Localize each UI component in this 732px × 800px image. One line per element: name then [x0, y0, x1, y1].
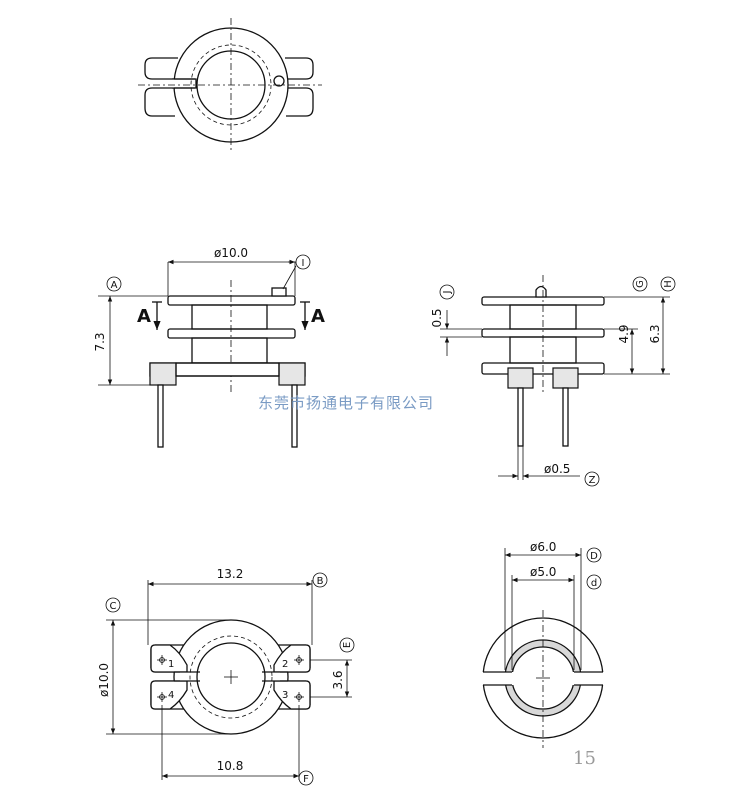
- dim-height: 7.3: [93, 332, 107, 351]
- svg-text:D: D: [590, 551, 598, 562]
- callout-d-upper: D: [586, 547, 602, 563]
- callout-a: A: [106, 276, 122, 292]
- callout-f: F: [298, 770, 314, 786]
- callout-d-lower: d: [586, 574, 602, 590]
- callout-i: I: [282, 254, 311, 290]
- svg-text:J: J: [442, 291, 453, 295]
- callout-z: Z: [584, 471, 600, 487]
- callout-j: J: [439, 284, 455, 300]
- dim-flange-dia: ø10.0: [214, 246, 248, 260]
- dim-pin-pitch: 10.8: [217, 759, 244, 773]
- pin-number-4: 4: [168, 690, 174, 701]
- top-view: [138, 18, 322, 152]
- watermark: 东莞市扬通电子有限公司: [258, 394, 434, 412]
- section-letter-left: A: [137, 306, 151, 327]
- callout-c: C: [105, 597, 121, 613]
- page-number: 15: [573, 748, 596, 769]
- callout-h: H: [660, 276, 676, 292]
- bottom-view: 1 2 3 4 13.2 ø10.0 3.6 10.8: [97, 567, 352, 780]
- section-letter-right: A: [311, 306, 325, 327]
- pin-marker-4: [157, 692, 167, 702]
- svg-text:I: I: [302, 258, 305, 269]
- pin-marker-2: [294, 655, 304, 665]
- dim-bore-inner: ø5.0: [530, 565, 556, 579]
- svg-text:F: F: [303, 774, 309, 785]
- svg-text:Z: Z: [589, 475, 596, 486]
- pin-number-3: 3: [282, 690, 288, 701]
- dim-6-3: 6.3: [648, 324, 662, 343]
- dim-pin-gap: 3.6: [331, 670, 345, 689]
- svg-text:d: d: [591, 578, 597, 589]
- callout-bubbles: A I J G H Z B C E F D d: [105, 254, 676, 786]
- callout-g: G: [632, 276, 648, 292]
- pin-number-2: 2: [282, 659, 288, 670]
- svg-text:A: A: [111, 280, 118, 291]
- dim-width-13-2: 13.2: [217, 567, 244, 581]
- dim-pin-dia: ø0.5: [544, 462, 570, 476]
- pin-marker-1: [157, 655, 167, 665]
- svg-text:H: H: [663, 280, 674, 288]
- svg-text:G: G: [635, 280, 646, 288]
- section-view: ø6.0 ø5.0: [478, 540, 608, 748]
- pin-number-1: 1: [168, 659, 174, 670]
- svg-text:B: B: [317, 576, 324, 587]
- dim-bore-outer: ø6.0: [530, 540, 556, 554]
- callout-b: B: [312, 572, 328, 588]
- dim-flange-thk: 0.5: [430, 308, 444, 327]
- svg-text:E: E: [342, 642, 353, 648]
- svg-text:C: C: [110, 601, 117, 612]
- callout-e: E: [339, 637, 355, 653]
- dim-4-9: 4.9: [617, 324, 631, 343]
- pin-marker-3: [294, 692, 304, 702]
- dim-dia-10-0: ø10.0: [97, 663, 111, 697]
- front-view: ø10.0 7.3 A A: [93, 246, 325, 448]
- side-view: 4.9 6.3 0.5 ø0.5: [430, 275, 670, 480]
